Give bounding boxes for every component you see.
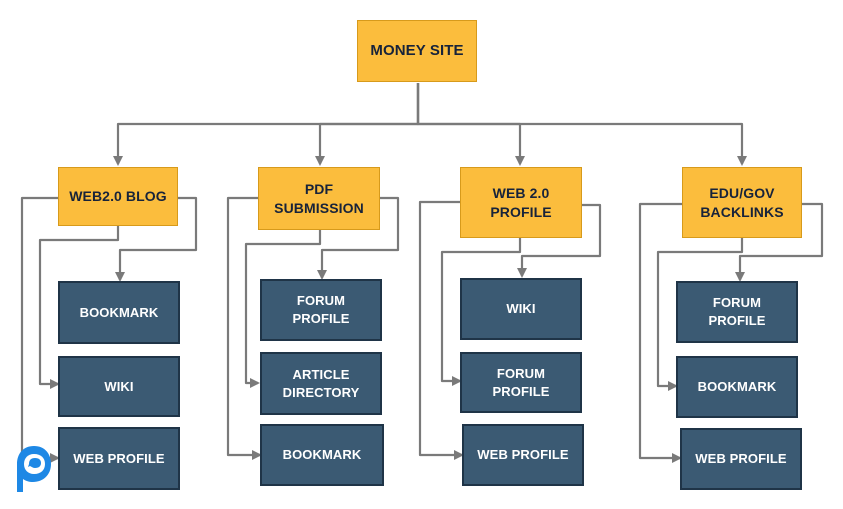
blog-bookmark-node: BOOKMARK <box>58 281 180 344</box>
edu-gov-web-profile-label: WEB PROFILE <box>695 451 787 467</box>
connector-edu-gov-to-forum-profile <box>735 202 824 282</box>
pdf-bookmark-node: BOOKMARK <box>260 424 384 486</box>
connector-pdf-to-forum-profile <box>317 196 400 280</box>
connector-blog-to-wiki <box>38 226 120 389</box>
edu-gov-forum-profile-label: FORUM PROFILE <box>708 295 766 328</box>
web20-blog-node: WEB2.0 BLOG <box>58 167 178 226</box>
connector-pdf-to-article-directory <box>244 230 322 388</box>
profile-wiki-label: WIKI <box>506 301 536 317</box>
edu-gov-web-profile-node: WEB PROFILE <box>680 428 802 490</box>
pdf-bookmark-label: BOOKMARK <box>282 447 362 463</box>
pdf-forum-profile-node: FORUM PROFILE <box>260 279 382 341</box>
profile-wiki-node: WIKI <box>460 278 582 340</box>
web20-blog-label: WEB2.0 BLOG <box>69 188 167 205</box>
edu-gov-bookmark-label: BOOKMARK <box>697 379 777 395</box>
connector-web-profile-branch-to-web-profile <box>418 200 464 460</box>
pdf-submission-node: PDF SUBMISSION <box>258 167 380 230</box>
edu-gov-bookmark-node: BOOKMARK <box>676 356 798 418</box>
profile-forum-profile-node: FORUM PROFILE <box>460 352 582 413</box>
chat-bubble-logo-icon <box>14 442 54 496</box>
web-2-0-profile-node: WEB 2.0 PROFILE <box>460 167 582 238</box>
connector-pdf-to-bookmark <box>226 196 262 460</box>
blog-web-profile-label: WEB PROFILE <box>73 450 165 466</box>
blog-bookmark-label: BOOKMARK <box>79 304 159 320</box>
money-site-node: MONEY SITE <box>357 20 477 82</box>
edu-gov-forum-profile-node: FORUM PROFILE <box>676 281 798 343</box>
profile-forum-profile-label: FORUM PROFILE <box>492 365 550 399</box>
connector-edu-gov-to-bookmark <box>656 238 744 391</box>
connector-root-to-edu-gov-backlinks <box>416 83 747 166</box>
edu-gov-backlinks-node: EDU/GOV BACKLINKS <box>682 167 802 238</box>
blog-wiki-label: WIKI <box>104 378 134 394</box>
connector-web-profile-branch-to-wiki <box>517 203 602 278</box>
web-2-0-profile-label: WEB 2.0 PROFILE <box>490 184 552 220</box>
pdf-submission-label: PDF SUBMISSION <box>274 180 364 216</box>
connector-edu-gov-to-web-profile <box>638 202 682 463</box>
blog-wiki-node: WIKI <box>58 356 180 417</box>
profile-web-profile-label: WEB PROFILE <box>477 447 569 463</box>
edu-gov-backlinks-label: EDU/GOV BACKLINKS <box>700 184 784 220</box>
connector-root-to-pdf-submission <box>315 83 420 166</box>
pdf-forum-profile-label: FORUM PROFILE <box>292 293 350 326</box>
blog-web-profile-node: WEB PROFILE <box>58 427 180 490</box>
connector-web-profile-branch-to-forum-profile <box>440 238 522 386</box>
money-site-label: MONEY SITE <box>370 41 464 59</box>
connector-blog-to-bookmark <box>115 196 198 282</box>
pdf-article-directory-node: ARTICLE DIRECTORY <box>260 352 382 415</box>
profile-web-profile-node: WEB PROFILE <box>462 424 584 486</box>
pdf-article-directory-label: ARTICLE DIRECTORY <box>282 366 360 400</box>
